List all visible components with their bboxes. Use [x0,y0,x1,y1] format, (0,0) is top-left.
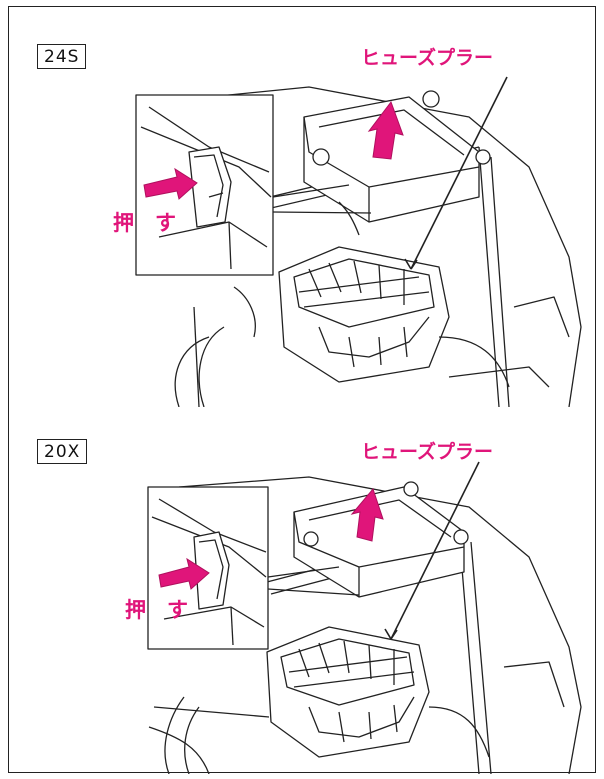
illustration-24s [135,76,582,407]
push-arrow-icon [143,167,198,200]
push-label-20x: 押 す [125,598,188,622]
push-label-24s: 押 す [113,211,176,235]
fuse-puller-callout-20x: ヒューズプラー [361,441,494,463]
illustration-20x [147,461,582,774]
fuse-puller-callout-24s: ヒューズプラー [361,47,494,69]
model-label-24s: 24S [37,44,87,69]
panel-24s: 24S ヒューズプラー 押 す [9,7,595,407]
panel-20x: 20X ヒューズプラー 押 す [9,407,595,774]
diagram-frame: 24S ヒューズプラー 押 す [8,6,596,774]
model-label-20x: 20X [37,439,88,464]
push-arrow-icon [158,557,210,590]
up-arrow-icon [367,100,404,160]
up-arrow-icon [350,487,384,542]
